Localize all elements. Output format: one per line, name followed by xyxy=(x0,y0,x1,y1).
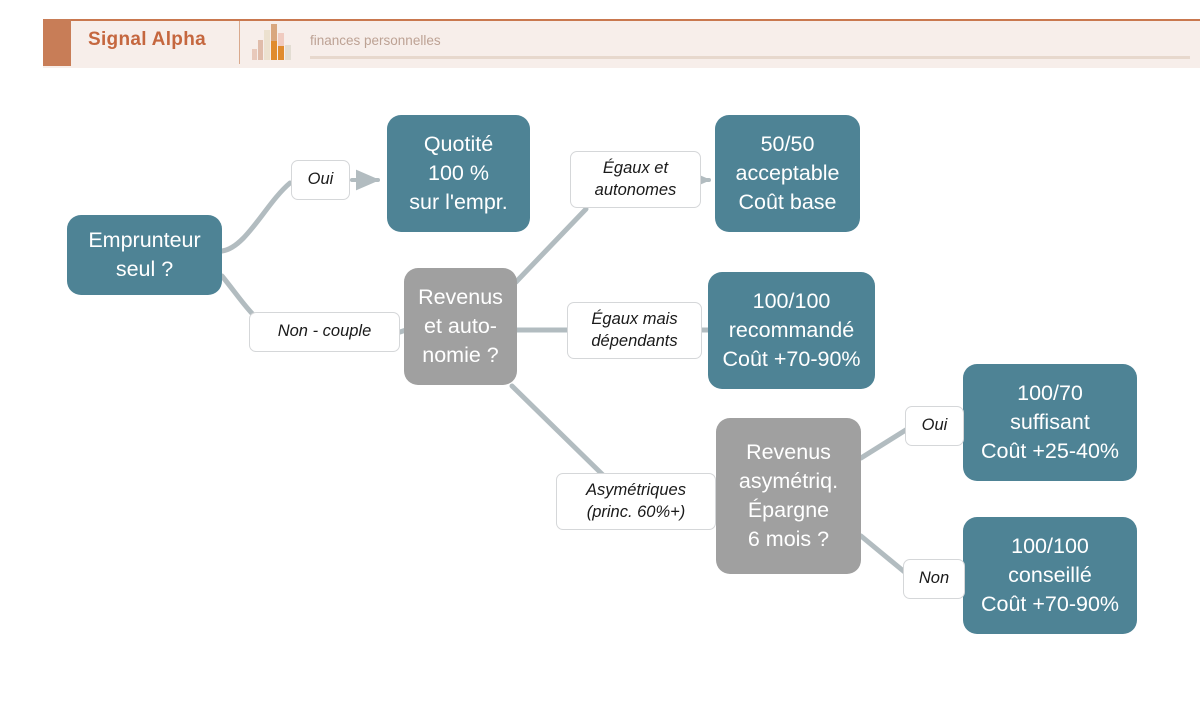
decision-tree-diagram: Emprunteur seul ? Quotité 100 % sur l'em… xyxy=(0,70,1200,721)
edge-label-oui-epargne[interactable]: Oui xyxy=(905,406,964,446)
node-line: sur l'empr. xyxy=(409,190,508,214)
node-10070-suffisant[interactable]: 100/70 suffisant Coût +25-40% xyxy=(963,364,1137,481)
node-revenus-autonomie[interactable]: Revenus et auto- nomie ? xyxy=(404,268,517,385)
node-line: nomie ? xyxy=(422,343,499,367)
edge-label-egaux-autonomes[interactable]: Égaux et autonomes xyxy=(570,151,701,208)
edge-label-line: Non xyxy=(918,569,950,588)
edge-revenus-to-asym xyxy=(509,383,607,479)
node-line: Coût +70-90% xyxy=(980,592,1120,616)
edge-label-line: Oui xyxy=(921,416,948,435)
node-100100-recommande[interactable]: 100/100 recommandé Coût +70-90% xyxy=(708,272,875,389)
edge-label-line: Égaux mais xyxy=(591,310,678,329)
node-line: 50/50 xyxy=(760,131,815,156)
edge-label-line: Oui xyxy=(307,170,334,189)
node-line: Coût +70-90% xyxy=(722,347,861,371)
node-line: Coût +25-40% xyxy=(980,439,1120,463)
edge-label-line: autonomes xyxy=(594,180,677,199)
node-line: 100 % xyxy=(428,160,489,185)
app-header-bar xyxy=(43,19,1200,68)
node-line: Coût base xyxy=(738,190,837,214)
edge-root-to-oui xyxy=(219,180,293,254)
edge-label-line: dépendants xyxy=(591,331,678,350)
node-line: Emprunteur xyxy=(88,227,201,252)
node-line: Revenus xyxy=(746,439,831,464)
node-line: seul ? xyxy=(115,257,174,281)
node-line: 100/70 xyxy=(1017,380,1083,405)
edge-label-non-couple[interactable]: Non - couple xyxy=(249,312,400,352)
edge-label-egaux-dependants[interactable]: Égaux mais dépendants xyxy=(567,302,702,359)
node-5050-acceptable[interactable]: 50/50 acceptable Coût base xyxy=(715,115,860,232)
node-line: et auto- xyxy=(424,313,497,338)
node-line: Épargne xyxy=(747,498,830,522)
edge-label-asymetriques[interactable]: Asymétriques (princ. 60%+) xyxy=(556,473,716,530)
edge-label-line: Égaux et xyxy=(602,159,669,178)
node-100100-conseille[interactable]: 100/100 conseillé Coût +70-90% xyxy=(963,517,1137,634)
header-divider xyxy=(239,21,240,64)
edge-label-line: Non - couple xyxy=(277,322,372,341)
node-revenus-asymetriques[interactable]: Revenus asymétriq. Épargne 6 mois ? xyxy=(716,418,861,574)
node-line: acceptable xyxy=(735,160,840,185)
node-line: 100/100 xyxy=(1011,533,1089,558)
connector-layer xyxy=(219,169,912,577)
node-line: Revenus xyxy=(418,284,503,309)
node-line: 100/100 xyxy=(752,288,831,313)
edge-asymnode-to-non xyxy=(858,533,910,577)
node-line: asymétriq. xyxy=(738,468,839,493)
node-emprunteur-seul[interactable]: Emprunteur seul ? xyxy=(67,215,222,295)
node-line: recommandé xyxy=(728,317,855,342)
edge-revenus-to-egaux-auto xyxy=(513,206,589,285)
brand-title: Signal Alpha xyxy=(88,29,206,50)
brand-accent-swatch xyxy=(43,19,71,66)
edge-label-line: Asymétriques xyxy=(586,481,686,500)
node-line: conseillé xyxy=(1008,562,1092,587)
edge-label-oui-seul[interactable]: Oui xyxy=(291,160,350,200)
header-subtitle-rule xyxy=(310,56,1190,59)
edge-label-non-epargne[interactable]: Non xyxy=(903,559,965,599)
node-line: Quotité xyxy=(423,131,494,156)
edge-asymnode-to-oui xyxy=(858,425,912,461)
node-quotite-100[interactable]: Quotité 100 % sur l'empr. xyxy=(387,115,530,232)
bar-chart-icon xyxy=(252,24,296,60)
header-subtitle: finances personnelles xyxy=(310,33,441,48)
edge-label-line: (princ. 60%+) xyxy=(586,502,686,521)
node-line: 6 mois ? xyxy=(747,527,830,552)
node-line: suffisant xyxy=(1010,409,1090,434)
